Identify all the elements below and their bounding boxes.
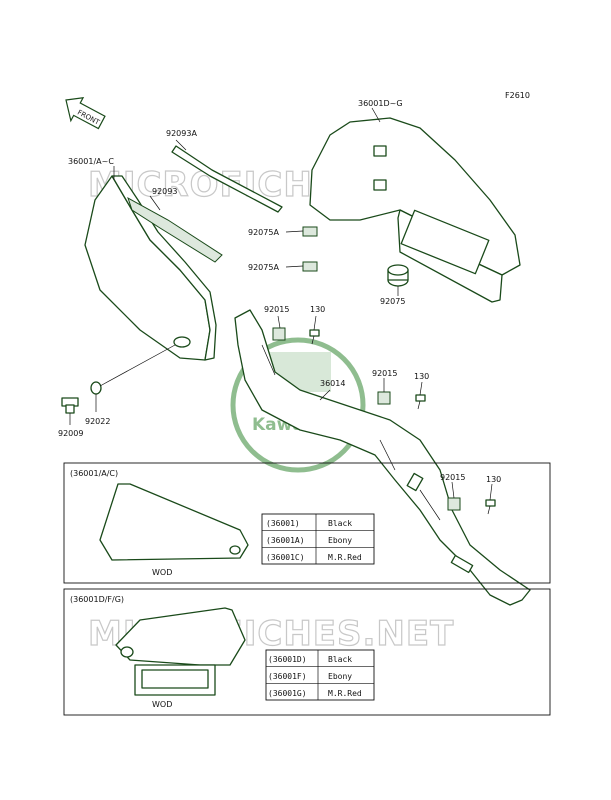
bolt-130-2 bbox=[415, 394, 426, 410]
label-36014: 36014 bbox=[320, 379, 345, 388]
table2-code-2: (36001G) bbox=[268, 689, 307, 698]
clip-92015-2 bbox=[377, 391, 391, 405]
label-cover-right: 36001D~G bbox=[358, 99, 403, 108]
left-side-cover bbox=[84, 175, 217, 361]
clip-92015-1 bbox=[272, 327, 286, 341]
table1-color-0: Black bbox=[328, 519, 352, 528]
label-92022: 92022 bbox=[85, 417, 110, 426]
label-92093a: 92093A bbox=[166, 129, 197, 138]
inset-right-cover: (36001D/F/G) WOD bbox=[63, 588, 551, 716]
figure-code: F2610 bbox=[505, 91, 530, 100]
table2-color-2: M.R.Red bbox=[328, 689, 362, 698]
table2-code-1: (36001F) bbox=[268, 672, 307, 681]
color-table-1: (36001) Black (36001A) Ebony (36001C) M.… bbox=[261, 513, 375, 565]
label-92093: 92093 bbox=[152, 187, 177, 196]
washer-92022 bbox=[90, 381, 102, 395]
label-92009: 92009 bbox=[58, 429, 83, 438]
trim-strip-92093a bbox=[171, 145, 283, 213]
color-table-2: (36001D) Black (36001F) Ebony (36001G) M… bbox=[265, 649, 375, 701]
table2-color-1: Ebony bbox=[328, 672, 352, 681]
grommet-92075 bbox=[387, 264, 409, 287]
leader-lines bbox=[69, 107, 493, 501]
inset-right-title: (36001D/F/G) bbox=[70, 595, 124, 604]
label-92075: 92075 bbox=[380, 297, 405, 306]
bracket-36014 bbox=[234, 309, 531, 606]
clip-92075a-2 bbox=[302, 261, 318, 272]
table1-code-2: (36001C) bbox=[266, 553, 305, 562]
table1-color-2: M.R.Red bbox=[328, 553, 362, 562]
label-92015-1: 92015 bbox=[264, 305, 289, 314]
bolt-92009 bbox=[61, 397, 79, 414]
table2-code-0: (36001D) bbox=[268, 655, 307, 664]
inset-left-caption: WOD bbox=[152, 568, 172, 577]
bolt-130-3 bbox=[485, 499, 496, 515]
table1-code-1: (36001A) bbox=[266, 536, 305, 545]
clip-92015-3 bbox=[447, 497, 461, 511]
inset-right-caption: WOD bbox=[152, 700, 172, 709]
trim-strip-92093 bbox=[127, 196, 223, 263]
inset-left-cover: (36001/A/C) WOD bbox=[63, 462, 551, 584]
bolt-130-1 bbox=[309, 329, 320, 345]
clip-92075a-1 bbox=[302, 226, 318, 237]
right-side-cover bbox=[309, 117, 521, 303]
inset-left-title: (36001/A/C) bbox=[70, 469, 118, 478]
label-130-3: 130 bbox=[486, 475, 501, 484]
label-cover-left: 36001/A~C bbox=[68, 157, 114, 166]
label-92015-2: 92015 bbox=[372, 369, 397, 378]
label-130-1: 130 bbox=[310, 305, 325, 314]
front-arrow-icon: FRONT bbox=[65, 96, 106, 130]
table2-color-0: Black bbox=[328, 655, 352, 664]
label-92075a-1: 92075A bbox=[248, 228, 279, 237]
label-92015-3: 92015 bbox=[440, 473, 465, 482]
table1-code-0: (36001) bbox=[266, 519, 300, 528]
table1-color-1: Ebony bbox=[328, 536, 352, 545]
label-92075a-2: 92075A bbox=[248, 263, 279, 272]
label-130-2: 130 bbox=[414, 372, 429, 381]
